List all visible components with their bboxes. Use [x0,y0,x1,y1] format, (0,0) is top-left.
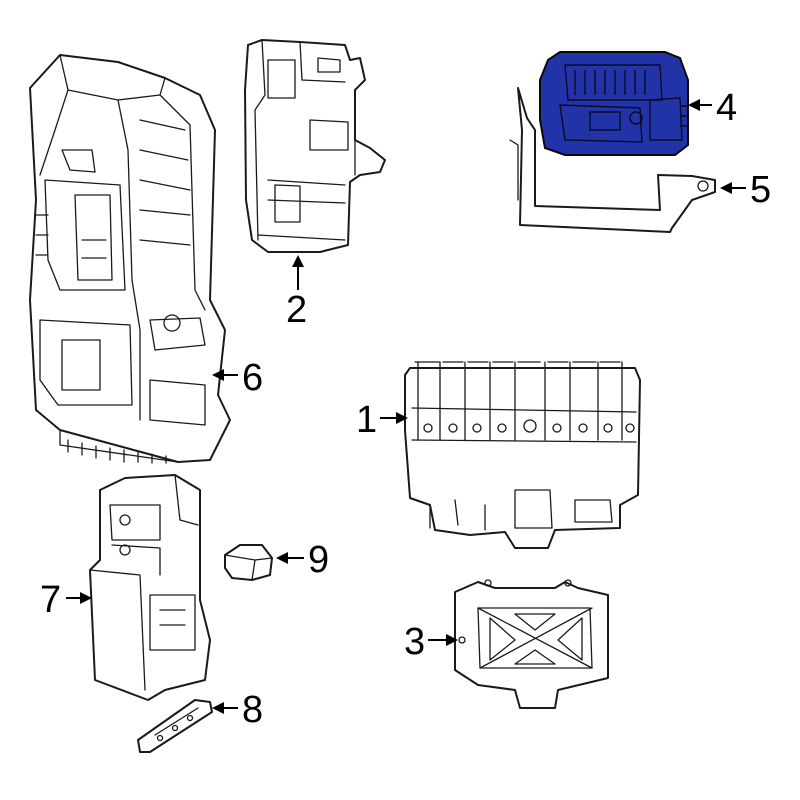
callout-7[interactable]: 7 [40,579,92,621]
part-2-module[interactable] [244,39,386,253]
callout-9-label: 9 [308,539,329,581]
callout-7-label: 7 [40,579,61,621]
callout-4-label: 4 [716,87,737,129]
callout-8-label: 8 [242,689,263,731]
callout-1-label: 1 [356,399,377,441]
callout-1[interactable]: 1 [356,399,408,441]
callout-4[interactable]: 4 [688,87,737,129]
part-7-holder[interactable] [89,474,211,701]
callout-3-label: 3 [404,621,425,663]
callout-5-label: 5 [750,169,771,211]
callout-9[interactable]: 9 [276,539,329,581]
part-9-relay[interactable] [224,544,273,581]
part-4-control-unit[interactable] [539,51,689,156]
part-8-clip[interactable] [137,699,213,753]
callout-5[interactable]: 5 [720,169,771,211]
callout-2[interactable]: 2 [286,255,307,331]
part-1-fuse-block[interactable] [404,361,641,549]
part-3-cover[interactable] [454,579,609,709]
part-6-housing[interactable] [29,54,231,464]
callout-6-label: 6 [242,357,263,399]
callout-2-label: 2 [286,289,307,331]
callout-6[interactable]: 6 [212,357,263,399]
callout-8[interactable]: 8 [212,689,263,731]
callout-3[interactable]: 3 [404,621,458,663]
part-5-bracket[interactable] [509,87,716,233]
part-4-highlight [539,51,689,156]
